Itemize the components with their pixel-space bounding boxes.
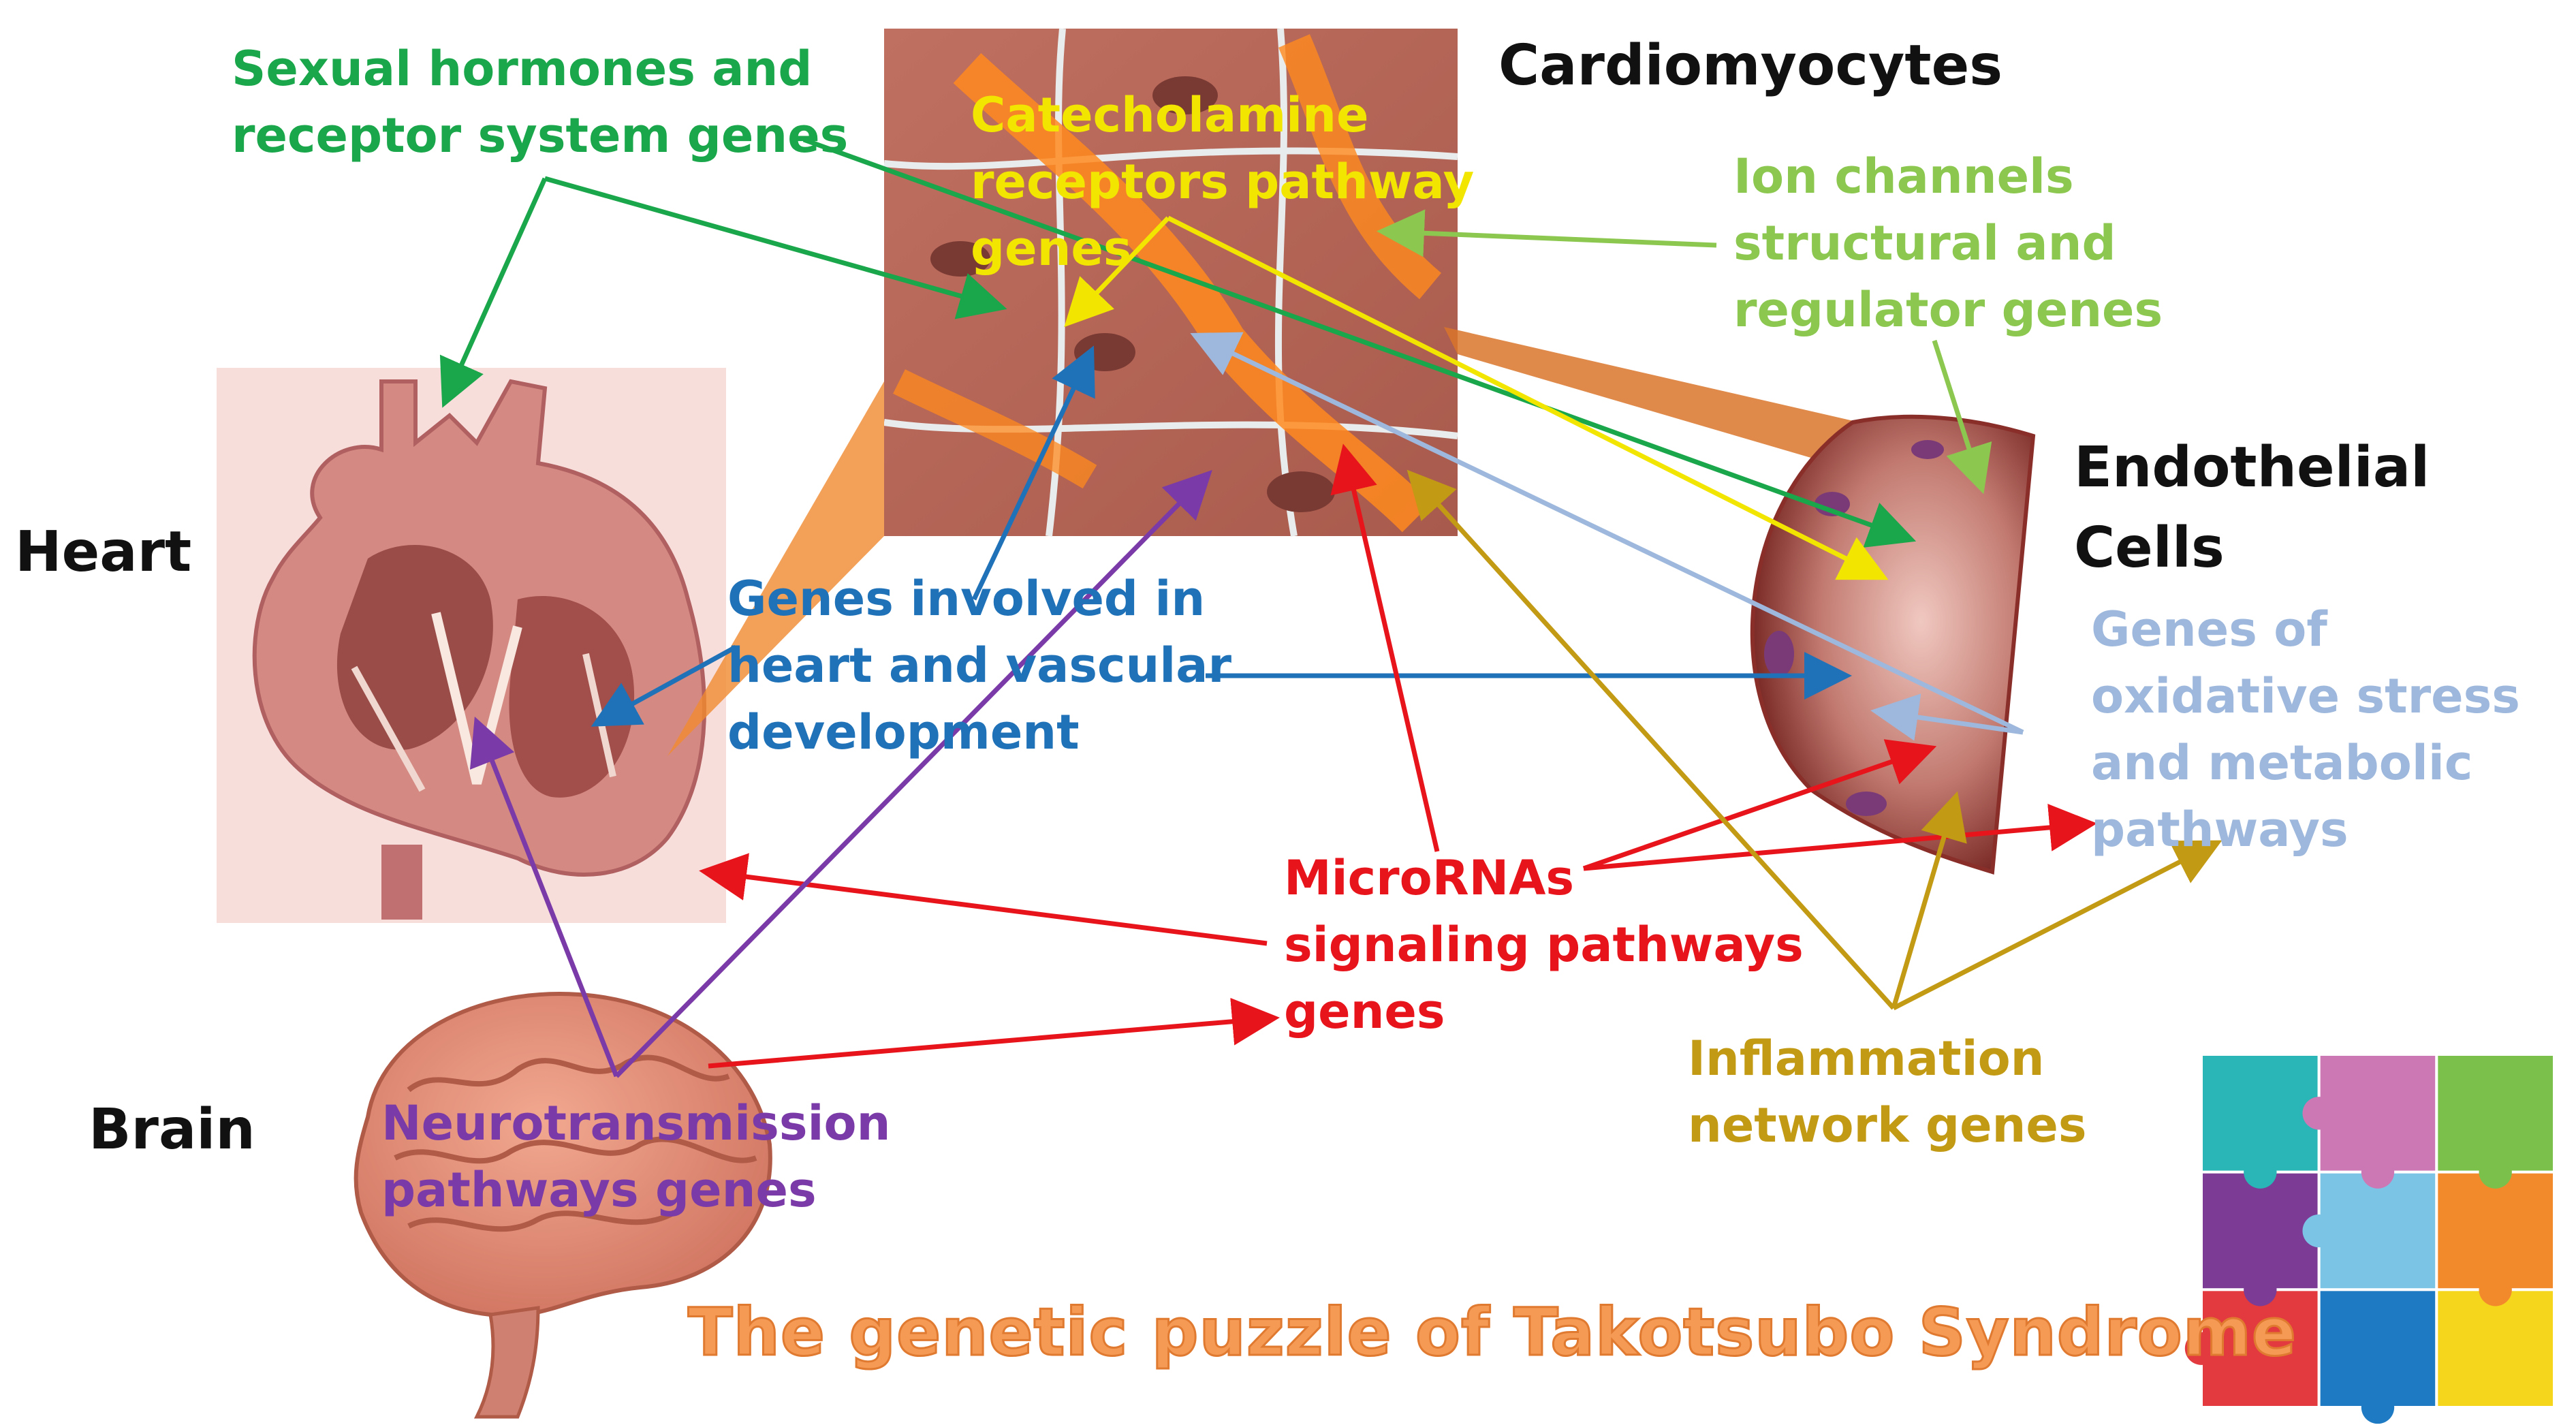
heart-zoom-cone — [667, 381, 884, 756]
label-endothelial-cells: Endothelial Cells — [2074, 428, 2430, 589]
label-endothelial-line-1: Endothelial — [2074, 435, 2430, 500]
label-brain: Brain — [89, 1097, 255, 1162]
puzzle-knob — [2361, 1155, 2395, 1189]
label-line: regulator genes — [1733, 282, 2163, 338]
label-micrornas-genes: MicroRNAs signaling pathways genes — [1284, 845, 1804, 1045]
label-inflammation-genes: Inflammation network genes — [1688, 1025, 2087, 1159]
puzzle-piece — [2200, 1170, 2321, 1291]
label-line: Catecholamine — [971, 87, 1369, 143]
label-endothelial-line-2: Cells — [2074, 516, 2225, 580]
label-heart: Heart — [15, 520, 192, 584]
label-sexual-hormones-genes: Sexual hormones and receptor system gene… — [232, 35, 848, 169]
endothelial-cells-illustration — [1750, 414, 2036, 875]
puzzle-knob — [2302, 1214, 2336, 1248]
arrows-micrornas — [699, 443, 2097, 1069]
arrows-inflammation — [1407, 469, 2222, 1011]
puzzle-knob — [2184, 1332, 2218, 1365]
arrows-ion-channels — [1377, 209, 1992, 495]
puzzle-piece — [2317, 1053, 2438, 1174]
label-catecholamine-genes: Catecholamine receptors pathway genes — [971, 82, 1474, 282]
label-line: structural and — [1733, 215, 2116, 271]
puzzle-knob — [2302, 1097, 2336, 1130]
label-line: Sexual hormones and — [232, 41, 813, 97]
puzzle-piece — [2435, 1288, 2556, 1409]
arrows-neurotransmission — [469, 470, 1212, 1078]
label-line: receptors pathway — [971, 154, 1475, 210]
label-line: Inflammation — [1688, 1031, 2045, 1086]
puzzle-graphic — [2184, 1053, 2556, 1424]
diagram-title: The genetic puzzle of Takotsubo Syndrome — [687, 1294, 2297, 1372]
label-line: Genes involved in — [727, 571, 1206, 627]
label-line: Genes of — [2091, 601, 2327, 657]
label-line: Neurotransmission — [381, 1095, 891, 1151]
arrows-catecholamine — [1064, 215, 1889, 580]
arrows-heart-vascular — [591, 345, 1852, 727]
heart-illustration — [217, 368, 726, 923]
label-line: pathways genes — [381, 1162, 817, 1218]
puzzle-knob — [2479, 1273, 2512, 1306]
puzzle-piece — [2200, 1053, 2321, 1174]
puzzle-knob — [2244, 1273, 2277, 1306]
label-oxidative-stress-genes: Genes of oxidative stress and metabolic … — [2091, 596, 2520, 863]
puzzle-piece — [2317, 1170, 2438, 1291]
label-line: MicroRNAs — [1284, 850, 1575, 906]
puzzle-knob — [2244, 1155, 2277, 1189]
label-line: and metabolic — [2091, 735, 2473, 791]
label-line: signaling pathways — [1284, 917, 1804, 973]
puzzle-piece — [2435, 1053, 2556, 1174]
label-line: Ion channels — [1733, 148, 2074, 204]
label-ion-channels-genes: Ion channels structural and regulator ge… — [1733, 143, 2163, 343]
label-heart-vascular-genes: Genes involved in heart and vascular dev… — [727, 565, 1231, 766]
puzzle-piece — [2317, 1288, 2438, 1409]
puzzle-knob — [2479, 1155, 2512, 1189]
label-line: development — [727, 704, 1080, 760]
endothelial-zoom-cone — [1444, 327, 1859, 470]
label-line: heart and vascular — [727, 638, 1232, 693]
label-cardiomyocytes: Cardiomyocytes — [1498, 33, 2003, 98]
label-line: receptor system genes — [232, 108, 849, 163]
brain-illustration — [354, 992, 772, 1419]
label-line: pathways — [2091, 802, 2349, 858]
label-line: oxidative stress — [2091, 668, 2520, 724]
puzzle-piece — [2435, 1170, 2556, 1291]
label-line: genes — [971, 221, 1132, 277]
label-line: genes — [1284, 984, 1445, 1039]
label-line: network genes — [1688, 1097, 2087, 1153]
arrows-oxidative — [1190, 332, 2024, 741]
puzzle-knob — [2361, 1390, 2395, 1424]
label-neurotransmission-genes: Neurotransmission pathways genes — [381, 1090, 890, 1223]
arrows-sexual-hormones — [439, 137, 1917, 548]
